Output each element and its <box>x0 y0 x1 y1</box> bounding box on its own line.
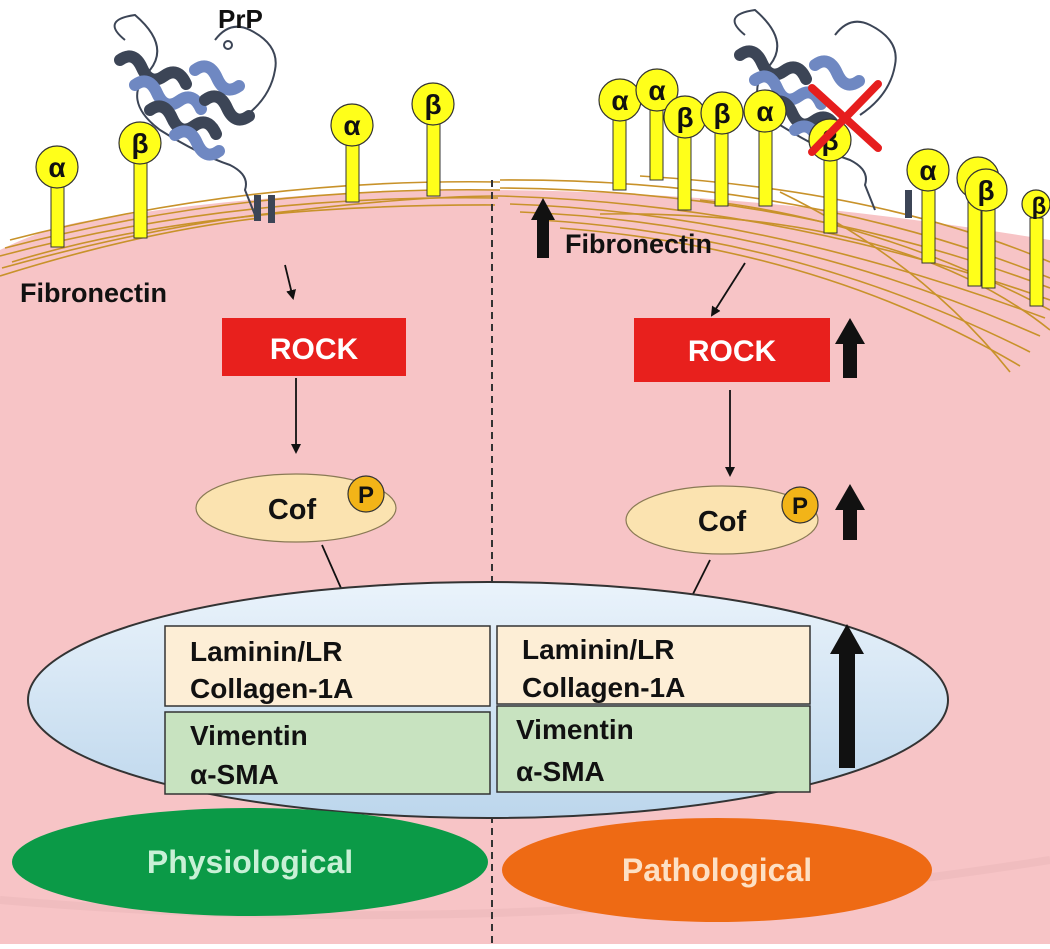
svg-text:α: α <box>648 75 665 106</box>
svg-text:α: α <box>611 85 628 116</box>
integrin-beta: β <box>663 95 707 211</box>
ecm-box-right <box>496 625 811 705</box>
physiological-label: Physiological <box>147 844 353 880</box>
fibronectin-label-right: Fibronectin <box>565 229 712 259</box>
physiological-badge <box>12 808 488 916</box>
vimentin-label-right: Vimentin <box>516 714 634 745</box>
integrin-beta: β <box>1021 189 1050 307</box>
increase-arrow-cofilin <box>835 484 865 540</box>
integrin-alpha: α <box>635 68 679 181</box>
integrins-left: α β α β <box>35 82 455 248</box>
asma-label-left: α-SMA <box>190 759 279 790</box>
increase-arrow-rock <box>835 318 865 378</box>
integrin-beta: β <box>700 91 744 207</box>
pathological-label: Pathological <box>622 852 812 888</box>
laminin-label-left: Laminin/LR <box>190 636 342 667</box>
svg-text:α: α <box>756 96 773 127</box>
prp-label: PrP <box>218 4 263 34</box>
svg-text:β: β <box>676 102 693 133</box>
integrin-alpha: α <box>330 103 374 203</box>
asma-label-right: α-SMA <box>516 756 605 787</box>
phospho-right <box>781 486 819 524</box>
svg-text:β: β <box>713 98 730 129</box>
rock-label-right: ROCK <box>688 335 777 368</box>
collagen-label-left: Collagen-1A <box>190 673 353 704</box>
svg-text:α: α <box>343 110 360 141</box>
rock-box-left <box>222 318 406 376</box>
integrin-beta: β <box>118 121 162 239</box>
cof-label-left: Cof <box>268 494 317 526</box>
integrin-alpha: α <box>906 148 950 264</box>
cof-label-right: Cof <box>698 506 747 538</box>
cofilin-left <box>195 473 397 543</box>
integrin-alpha: α <box>743 89 787 207</box>
integrins-right: α α β β α β α <box>598 68 1050 307</box>
phospho-label-left: P <box>358 482 374 509</box>
collagen-label-right: Collagen-1A <box>522 672 685 703</box>
emt-box-left <box>164 711 491 795</box>
svg-text:β: β <box>977 175 994 206</box>
phospho-label-right: P <box>792 493 808 520</box>
laminin-label-right: Laminin/LR <box>522 634 674 665</box>
integrin-beta: β <box>956 156 1008 289</box>
cofilin-right <box>625 485 819 555</box>
vimentin-label-left: Vimentin <box>190 720 308 751</box>
prp-protein-left <box>113 13 277 223</box>
integrin-alpha: α <box>35 145 79 248</box>
phospho-left <box>347 475 385 513</box>
rock-label-left: ROCK <box>270 333 359 366</box>
svg-text:β: β <box>1032 193 1047 220</box>
arrow-fibronectin-to-rock-right <box>710 262 746 317</box>
increase-arrow-fibronectin <box>531 198 555 258</box>
ecm-box-left <box>164 625 491 707</box>
increase-arrow-expression <box>830 624 864 768</box>
rock-box-right <box>634 318 830 382</box>
integrin-beta: β <box>808 118 852 234</box>
integrin-alpha: α <box>598 78 642 191</box>
fibronectin-label-left: Fibronectin <box>20 278 167 308</box>
integrin-beta: β <box>411 82 455 197</box>
pathological-badge <box>502 818 932 922</box>
svg-text:α: α <box>48 152 65 183</box>
svg-text:β: β <box>131 128 148 159</box>
fibronectin-fibers-right <box>499 175 1050 373</box>
prp-knockout-cross <box>808 80 882 156</box>
svg-text:β: β <box>424 89 441 120</box>
svg-text:α: α <box>919 155 936 186</box>
emt-box-right <box>496 705 811 793</box>
arrow-fibronectin-to-rock-left <box>284 264 296 300</box>
